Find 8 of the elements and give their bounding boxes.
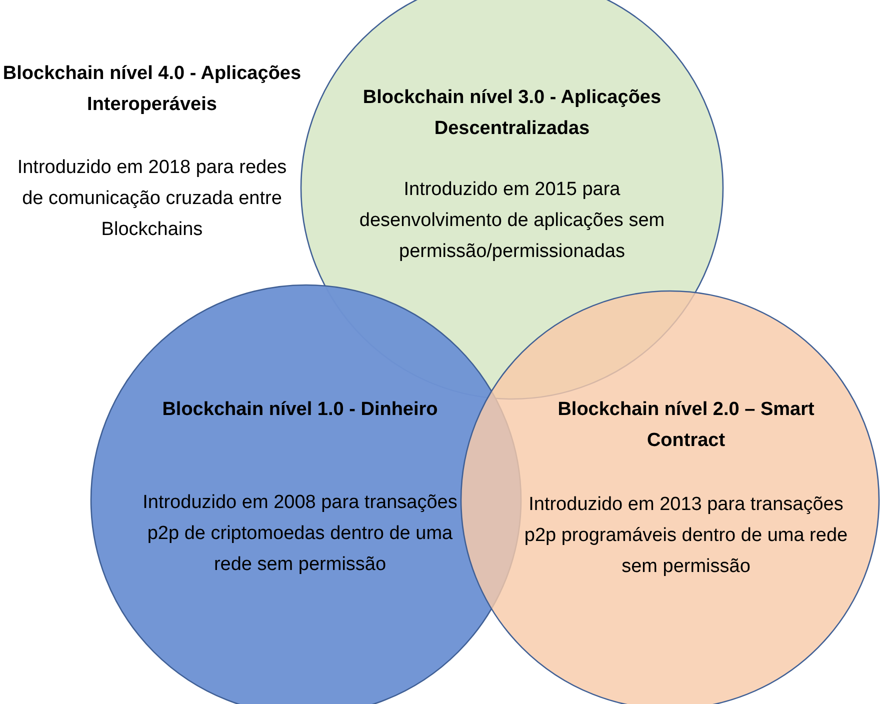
description: Introduzido em 2018 para redes de comunicação cruzada entre Blockchains [16,156,288,242]
circle-description: Introduzido em 2013 para transações p2p programáveis dentro de uma rede sem permissão [523,493,849,579]
circle-description: Introduzido em 2008 para transações p2p de criptomoedas dentro de uma rede sem permissão [142,491,458,577]
circle-heading: Blockchain nível 3.0 - Aplicações Descentralizadas [362,86,662,141]
circle-description: Introduzido em 2015 para desenvolvimento de aplicações sem permissão/permissionadas [358,178,666,264]
heading: Blockchain nível 4.0 - Aplicações Interoperáveis [2,62,302,117]
circle-heading: Blockchain nível 2.0 – Smart Contract [556,398,816,453]
circle-heading: Blockchain nível 1.0 - Dinheiro [161,398,439,422]
